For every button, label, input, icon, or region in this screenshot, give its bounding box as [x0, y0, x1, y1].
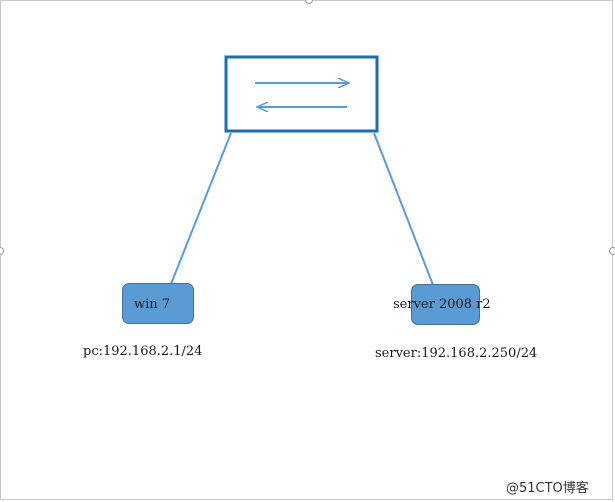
switch-node[interactable]	[224, 55, 379, 133]
link-switch-server	[373, 132, 434, 286]
pc-node[interactable]	[122, 283, 194, 324]
resize-handle-right[interactable]	[609, 247, 615, 255]
server-node[interactable]	[411, 284, 480, 325]
pc-ip-label: pc:192.168.2.1/24	[83, 344, 203, 359]
link-switch-pc	[170, 132, 232, 285]
server-ip-label: server:192.168.2.250/24	[375, 346, 538, 361]
pc-node-label: win 7	[134, 297, 171, 312]
watermark: @51CTO博客	[506, 481, 589, 496]
server-node-label: server 2008 r2	[393, 297, 491, 312]
